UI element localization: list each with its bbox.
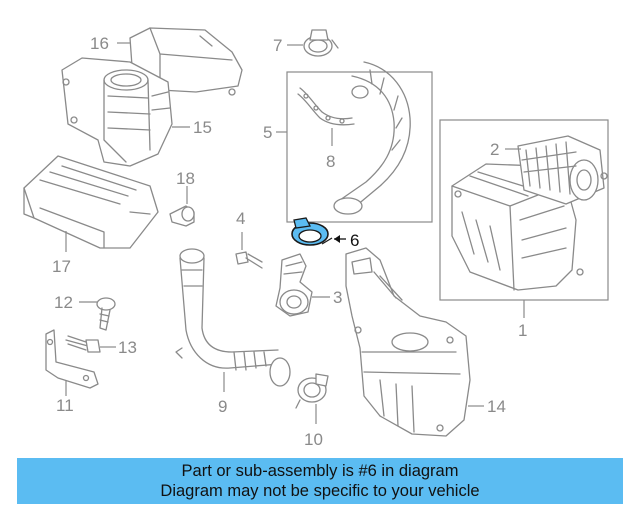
part-10-clamp[interactable] bbox=[295, 373, 329, 409]
callout-17: 17 bbox=[52, 257, 71, 276]
part-5-hose[interactable] bbox=[333, 61, 411, 215]
part-5-kit-frame bbox=[286, 71, 433, 223]
part-11-bracket[interactable] bbox=[45, 329, 99, 389]
part-12-screw[interactable] bbox=[96, 297, 116, 331]
callout-18: 18 bbox=[176, 169, 195, 188]
part-9-hose[interactable] bbox=[175, 248, 291, 387]
info-banner: Part or sub-assembly is #6 in diagram Di… bbox=[17, 458, 623, 504]
part-15-housing[interactable] bbox=[61, 57, 173, 167]
callout-4: 4 bbox=[236, 209, 245, 228]
part-6-clamp-highlighted[interactable] bbox=[291, 217, 333, 246]
callout-14: 14 bbox=[487, 397, 506, 416]
callout-13: 13 bbox=[118, 338, 137, 357]
callout-9: 9 bbox=[218, 397, 227, 416]
part-7-clamp[interactable] bbox=[303, 29, 339, 57]
callout-16: 16 bbox=[90, 34, 109, 53]
part-4-bolt[interactable] bbox=[235, 251, 263, 269]
part-8-strip[interactable] bbox=[297, 87, 355, 126]
part-17-duct[interactable] bbox=[23, 155, 159, 249]
callout-3: 3 bbox=[333, 288, 342, 307]
part-14-resonator[interactable] bbox=[345, 247, 471, 437]
callout-2: 2 bbox=[490, 140, 499, 159]
callout-6: 6 bbox=[350, 231, 359, 250]
callout-15: 15 bbox=[193, 118, 212, 137]
callout-5: 5 bbox=[263, 123, 272, 142]
callout-11: 11 bbox=[56, 396, 74, 415]
callout-8: 8 bbox=[326, 152, 335, 171]
part-2-filter[interactable] bbox=[517, 135, 608, 205]
callout-1: 1 bbox=[518, 321, 527, 340]
part-3-elbow[interactable] bbox=[275, 253, 313, 317]
callout-10: 10 bbox=[304, 430, 323, 449]
callout-7: 7 bbox=[273, 36, 282, 55]
part-18-bolt[interactable] bbox=[169, 205, 195, 227]
banner-line-2: Diagram may not be specific to your vehi… bbox=[160, 482, 480, 500]
banner-line-1: Part or sub-assembly is #6 in diagram bbox=[181, 462, 459, 480]
part-13-bolt[interactable] bbox=[65, 335, 101, 353]
callout-12: 12 bbox=[54, 293, 73, 312]
